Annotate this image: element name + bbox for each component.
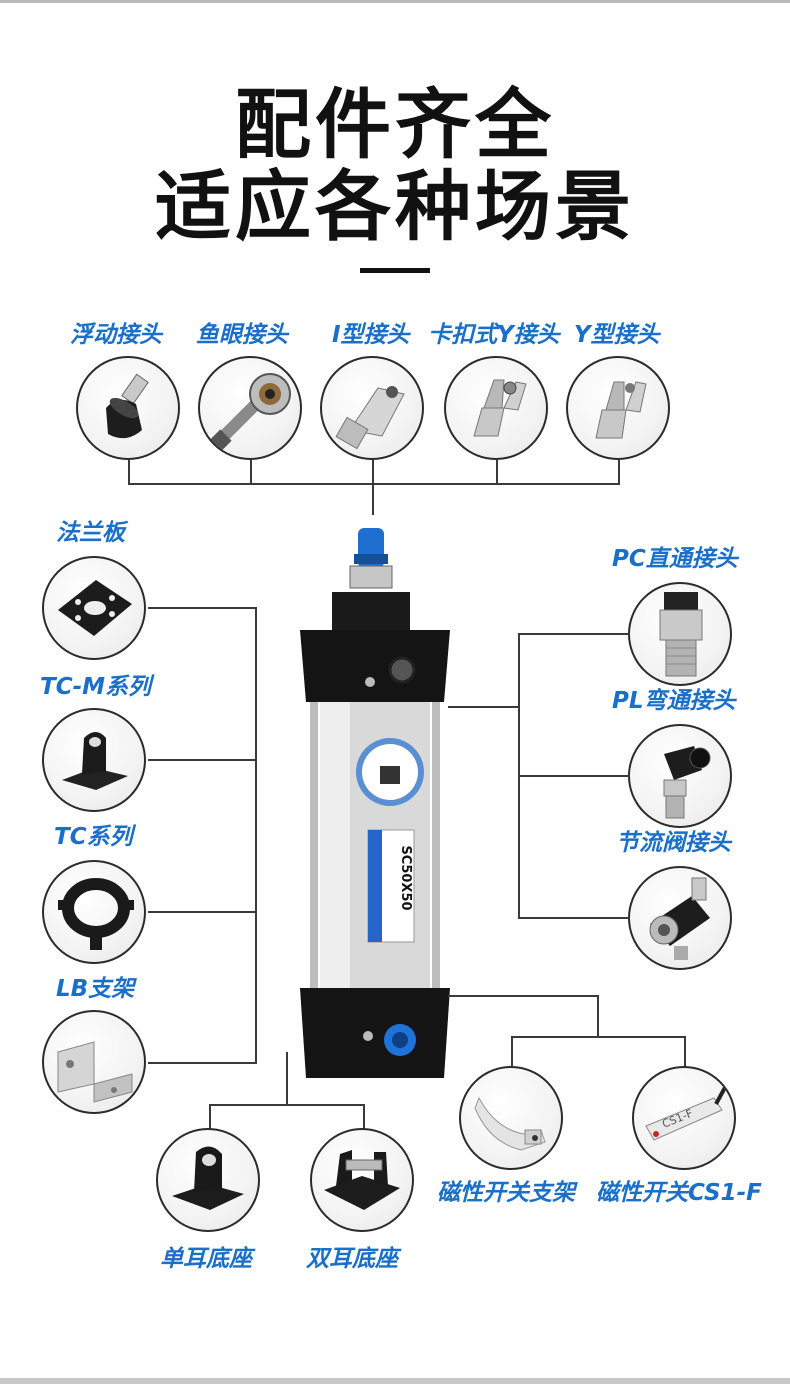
label-i-type: I型接头 <box>332 322 410 348</box>
pc-straight-fitting-icon <box>628 582 732 686</box>
label-y-type: Y型接头 <box>574 322 660 348</box>
connector <box>684 1036 686 1068</box>
rod-eye-icon <box>198 356 302 460</box>
clip-y-joint-icon <box>444 356 548 460</box>
double-ear-base-icon <box>310 1128 414 1232</box>
tc-clamp-icon <box>42 860 146 964</box>
connector <box>518 633 520 919</box>
heading-line2: 适应各种场景 <box>155 162 635 251</box>
label-pl: PL弯通接头 <box>612 688 736 714</box>
label-single-ear: 单耳底座 <box>160 1246 252 1272</box>
lb-bracket-icon <box>42 1010 146 1114</box>
connector <box>518 633 630 635</box>
label-clip-y: 卡扣式Y接头 <box>428 322 560 348</box>
flange-plate-icon <box>42 556 146 660</box>
single-ear-base-icon <box>156 1128 260 1232</box>
magnetic-switch-icon: CS1-F <box>632 1066 736 1170</box>
connector <box>255 607 257 1064</box>
connector <box>518 775 630 777</box>
connector <box>448 995 598 997</box>
connector <box>518 917 630 919</box>
bottom-divider <box>0 1378 790 1384</box>
label-rod-eye: 鱼眼接头 <box>196 322 288 348</box>
label-double-ear: 双耳底座 <box>306 1246 398 1272</box>
floating-joint-icon <box>76 356 180 460</box>
connector <box>372 460 374 484</box>
connector <box>209 1104 211 1130</box>
label-throttle: 节流阀接头 <box>616 830 731 856</box>
pl-elbow-fitting-icon <box>628 724 732 828</box>
connector <box>511 1036 513 1068</box>
connector <box>618 460 620 484</box>
connector <box>496 460 498 484</box>
cylinder-model-text: SC50X50 <box>398 845 413 910</box>
label-flange: 法兰板 <box>56 520 125 546</box>
label-tcm: TC-M系列 <box>40 674 152 700</box>
connector <box>128 460 130 484</box>
connector <box>148 759 256 761</box>
connector <box>250 460 252 484</box>
top-divider <box>0 0 790 3</box>
connector <box>148 911 256 913</box>
i-type-joint-icon <box>320 356 424 460</box>
y-type-joint-icon <box>566 356 670 460</box>
label-floating-joint: 浮动接头 <box>70 322 162 348</box>
heading-underline <box>360 268 430 273</box>
connector <box>363 1104 365 1130</box>
throttle-valve-icon <box>628 866 732 970</box>
connector <box>148 607 256 609</box>
connector <box>597 995 599 1037</box>
heading-line1: 配件齐全 <box>235 80 555 169</box>
label-magnetic-switch: 磁性开关CS1-F <box>596 1180 762 1206</box>
tcm-mount-icon <box>42 708 146 812</box>
connector <box>286 1052 288 1106</box>
label-lb: LB支架 <box>56 976 135 1002</box>
cylinder-product-image: SC50X50 <box>290 510 460 1090</box>
label-switch-bracket: 磁性开关支架 <box>437 1180 575 1206</box>
label-tc: TC系列 <box>54 824 133 850</box>
label-pc: PC直通接头 <box>612 546 738 572</box>
connector <box>209 1104 365 1106</box>
connector <box>511 1036 685 1038</box>
connector <box>448 706 520 708</box>
connector <box>148 1062 256 1064</box>
connector <box>372 483 374 515</box>
connector <box>128 483 620 485</box>
switch-bracket-icon <box>459 1066 563 1170</box>
